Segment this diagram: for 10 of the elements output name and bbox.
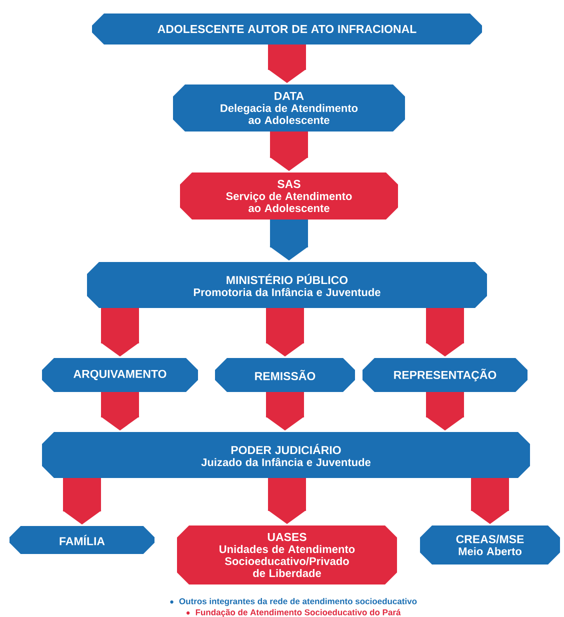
process-box: DATA Delegacia de Atendimento ao Adolescente [173, 84, 405, 132]
process-box: REMISSÃO [215, 358, 355, 392]
process-box: ARQUIVAMENTO [42, 358, 198, 392]
legend-text: Outros integrantes da rede de atendimento socioeducativo [179, 598, 417, 606]
process-box: PODER JUDICIÁRIO Juizado da Infância e Juventude [42, 432, 530, 478]
legend-text: Fundação de Atendimento Socioeducativo do Pará [196, 609, 401, 617]
process-box: FAMÍLIA [10, 526, 154, 554]
process-box: ADOLESCENTE AUTOR DE ATO INFRACIONAL [92, 14, 482, 44]
process-box: CREAS/MSE Meio Aberto [420, 526, 560, 564]
process-box: REPRESENTAÇÃO [362, 358, 528, 392]
